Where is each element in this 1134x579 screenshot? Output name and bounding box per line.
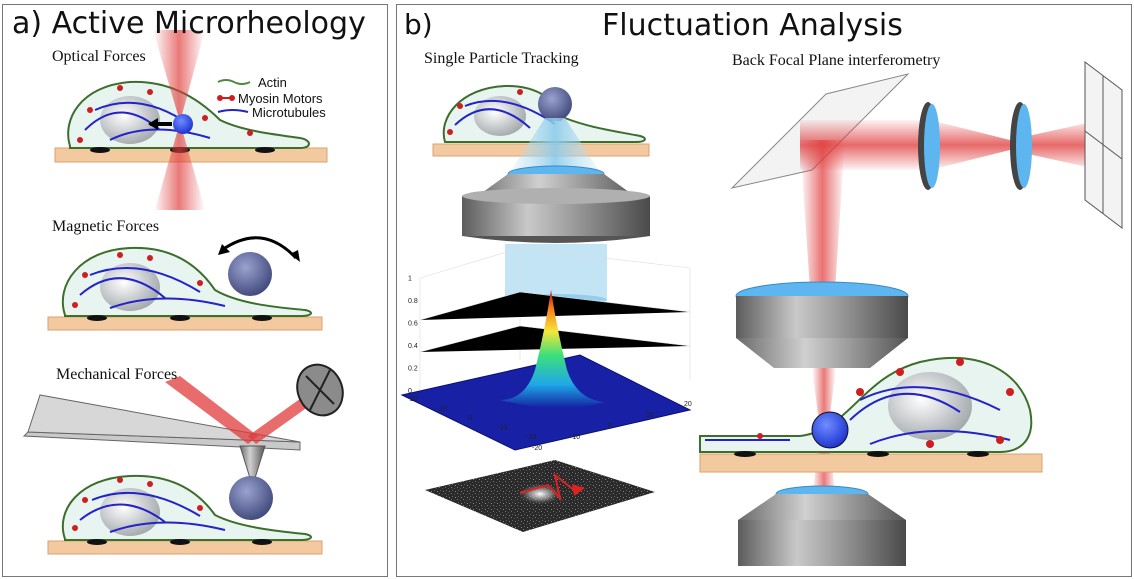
- spt-heading: Single Particle Tracking: [424, 50, 579, 67]
- tracking-image: [425, 460, 655, 532]
- y-tick-label: -10: [570, 434, 580, 441]
- legend-actin: Actin: [258, 75, 287, 90]
- panel-a-label: a): [12, 6, 43, 41]
- x-tick-label: -20: [526, 434, 536, 441]
- z-tick-label: 0.4: [408, 343, 418, 350]
- mechanical-forces-heading: Mechanical Forces: [56, 366, 178, 383]
- x-tick-label: 0: [468, 415, 472, 422]
- x-tick-label: 10: [439, 406, 447, 413]
- z-tick-label: 0.8: [408, 298, 418, 305]
- z-axis-ticks: 0 0.2 0.4 0.6 0.8 1: [408, 276, 418, 396]
- x-axis-ticks: 20 10 0 -10 -20: [410, 396, 536, 441]
- magnetic-forces-scene: [47, 236, 323, 331]
- legend-microtubules: Microtubules: [252, 105, 326, 120]
- bfp-scene: [699, 60, 1123, 566]
- y-axis-ticks: -20 -10 0 10 20: [532, 401, 692, 452]
- magnetic-forces-heading: Magnetic Forces: [52, 218, 160, 235]
- z-tick-label: 0.2: [408, 366, 418, 373]
- bfp-heading: Back Focal Plane interferometry: [732, 52, 941, 69]
- z-tick-label: 0.6: [408, 321, 418, 328]
- mechanical-forces-scene: [22, 363, 344, 555]
- z-tick-label: 1: [408, 276, 412, 283]
- x-tick-label: -10: [497, 425, 507, 432]
- spt-scene: [432, 84, 650, 306]
- z-tick-label: 0: [408, 388, 412, 395]
- x-tick-label: 20: [410, 396, 418, 403]
- y-tick-label: 20: [684, 401, 692, 408]
- legend-symbols: [217, 79, 251, 113]
- legend-myosin: Myosin Motors: [238, 91, 323, 106]
- panel-b-title: Fluctuation Analysis: [602, 8, 903, 43]
- gaussian-3d-plot: 0 0.2 0.4 0.6 0.8 1 20 10 0 -10 -20 -20 -10 0 10 20: [400, 247, 692, 452]
- panel-a-title: Active Microrheology: [51, 6, 366, 41]
- panel-b-label: b): [404, 8, 433, 41]
- y-tick-label: 10: [646, 412, 654, 419]
- y-tick-label: 0: [608, 423, 612, 430]
- optical-forces-scene: [54, 30, 328, 210]
- optical-forces-heading: Optical Forces: [52, 48, 146, 65]
- y-tick-label: -20: [532, 445, 542, 452]
